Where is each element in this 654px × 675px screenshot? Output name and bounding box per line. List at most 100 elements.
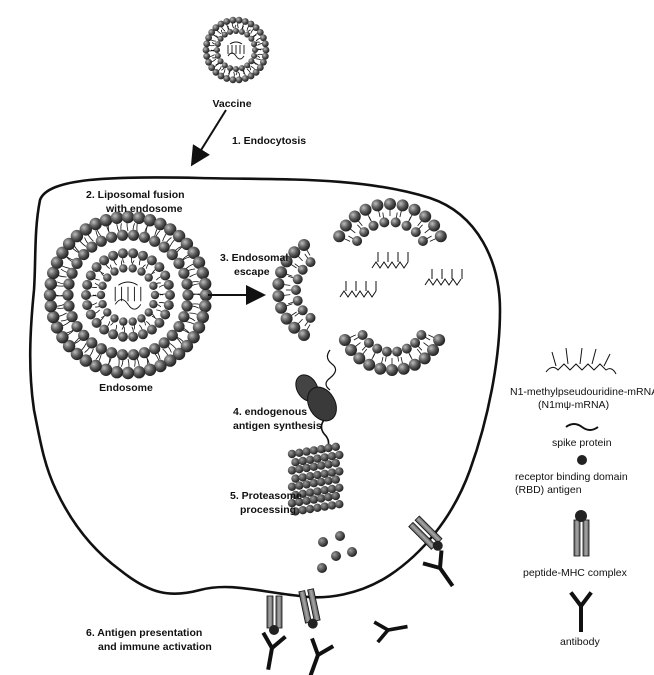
step-2-label-line1: 2. Liposomal fusion bbox=[86, 189, 185, 201]
step-5-label-line1: 5. Proteasome bbox=[230, 490, 302, 502]
step-4-label-line1: 4. endogenous bbox=[233, 406, 307, 418]
lipid-head bbox=[110, 267, 118, 275]
lipid-head bbox=[230, 17, 237, 24]
lipid-head bbox=[160, 310, 170, 320]
lipid-head bbox=[288, 246, 300, 258]
lipid-head bbox=[129, 317, 137, 325]
mhc-complex bbox=[409, 516, 447, 554]
lipid-head bbox=[108, 251, 118, 261]
lipid-head bbox=[379, 217, 389, 227]
legend-antibody-label: antibody bbox=[560, 636, 600, 648]
lipid-head bbox=[86, 271, 96, 281]
proteasome-subunit bbox=[310, 495, 318, 503]
lipid-head bbox=[275, 266, 287, 278]
lipid-head bbox=[402, 221, 412, 231]
peptide-fragments bbox=[317, 531, 357, 573]
lipid-head bbox=[178, 311, 189, 322]
lipid-head bbox=[214, 47, 220, 53]
lipid-head bbox=[98, 300, 106, 308]
lipid-head bbox=[288, 322, 300, 334]
lipid-head bbox=[145, 273, 153, 281]
membrane-mhc-complexes bbox=[267, 516, 447, 635]
lipid-head bbox=[197, 267, 209, 279]
proteasome-subunit bbox=[306, 505, 314, 513]
lipid-head bbox=[137, 267, 145, 275]
lipid-head bbox=[92, 318, 102, 328]
lipid-head bbox=[81, 290, 91, 300]
legend-rbd-label-line2: (RBD) antigen bbox=[515, 484, 582, 496]
legend-antibody-icon bbox=[572, 594, 590, 630]
lipid-head bbox=[151, 291, 159, 299]
lipid-head bbox=[100, 214, 112, 226]
proteasome-subunit bbox=[335, 467, 343, 475]
lipid-head bbox=[293, 296, 303, 306]
lipid-head bbox=[227, 65, 233, 71]
mrna-core bbox=[228, 42, 244, 59]
step-2-label-line2: with endosome bbox=[106, 203, 182, 215]
endosome-label: Endosome bbox=[99, 382, 153, 394]
lipid-head bbox=[242, 75, 249, 82]
lipid-head bbox=[78, 330, 89, 341]
lipid-head bbox=[384, 198, 396, 210]
lipid-head bbox=[199, 300, 211, 312]
ribosome bbox=[291, 350, 342, 452]
lipid-head bbox=[382, 347, 392, 357]
lipid-head bbox=[82, 280, 92, 290]
lipid-head bbox=[239, 65, 245, 71]
lipid-head bbox=[99, 255, 109, 265]
lipid-head bbox=[178, 268, 189, 279]
proteasome-subunit bbox=[313, 504, 321, 512]
lipid-head bbox=[160, 271, 170, 281]
step-3-label-line2: escape bbox=[234, 266, 270, 278]
proteasome-subunit bbox=[324, 477, 332, 485]
lipid-head bbox=[147, 325, 157, 335]
legend-mhc-label: peptide-MHC complex bbox=[523, 567, 627, 579]
lipid-head bbox=[199, 278, 211, 290]
lipid-head bbox=[103, 273, 111, 281]
proteasome-subunit bbox=[335, 484, 343, 492]
lipid-head bbox=[372, 344, 382, 354]
lipid-head bbox=[205, 59, 212, 66]
lipid-head bbox=[410, 338, 420, 348]
proteasome-subunit bbox=[317, 461, 325, 469]
lipid-head bbox=[119, 317, 127, 325]
lipid-head bbox=[272, 278, 284, 290]
lipid-head bbox=[371, 199, 383, 211]
lipid-head bbox=[82, 300, 92, 310]
legend-rbd-icon bbox=[577, 455, 587, 465]
lipid-head bbox=[359, 227, 369, 237]
lipid-head bbox=[111, 366, 123, 378]
legend-mrna-label-line1: N1-methylpseudouridine-mRNA bbox=[510, 386, 654, 398]
step-6-label-line2: and immune activation bbox=[98, 641, 212, 653]
lipid-head bbox=[86, 310, 96, 320]
proteasome-subunit bbox=[335, 500, 343, 508]
lipid-head bbox=[149, 343, 160, 354]
proteasome-subunit bbox=[310, 463, 318, 471]
proteasome-subunit bbox=[324, 460, 332, 468]
lipid-head bbox=[358, 330, 368, 340]
mrna-core bbox=[115, 282, 141, 309]
proteasome-subunit bbox=[302, 447, 310, 455]
lipid-head bbox=[392, 347, 402, 357]
lipid-head bbox=[251, 53, 257, 59]
mrna-strands-cytoplasm bbox=[340, 252, 462, 297]
lipid-head bbox=[236, 76, 243, 83]
proteasome-subunit bbox=[332, 492, 340, 500]
lipid-head bbox=[149, 282, 157, 290]
lipid-head bbox=[149, 236, 160, 247]
proteasome-subunit bbox=[299, 506, 307, 514]
proteasome-subunit bbox=[332, 475, 340, 483]
proteasome-subunit bbox=[288, 450, 296, 458]
lipid-head bbox=[233, 28, 239, 34]
lipid-head bbox=[419, 211, 431, 223]
lipid-head bbox=[369, 221, 379, 231]
lipid-head bbox=[182, 289, 193, 300]
lipid-head bbox=[45, 278, 57, 290]
lipid-head bbox=[215, 41, 221, 47]
lipid-head bbox=[106, 347, 117, 358]
lipid-head bbox=[352, 236, 362, 246]
proteasome-subunit bbox=[321, 502, 329, 510]
lipid-head bbox=[164, 300, 174, 310]
lipid-head bbox=[92, 262, 102, 272]
lipid-head bbox=[275, 302, 287, 314]
